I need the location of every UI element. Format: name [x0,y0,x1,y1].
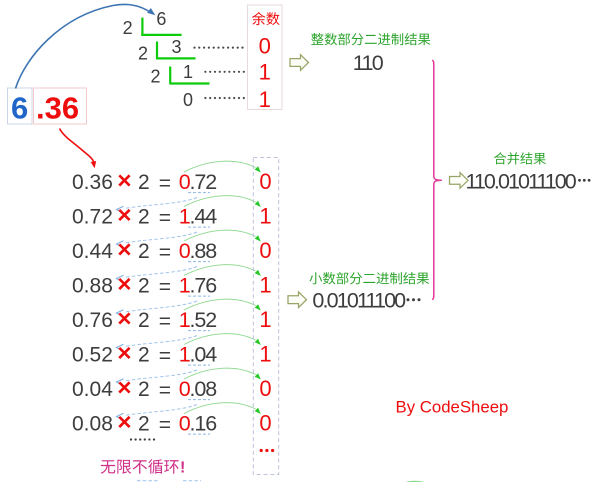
svg-text:0.36: 0.36 [72,171,113,194]
svg-text:0: 0 [183,90,193,110]
svg-text:0.72: 0.72 [179,170,217,194]
svg-text:2: 2 [138,275,150,298]
svg-text:=: = [159,345,171,368]
svg-text:2: 2 [150,67,160,87]
svg-text:2: 2 [138,309,150,332]
svg-text:0.16: 0.16 [179,412,218,436]
svg-text:×: × [117,271,131,298]
svg-text:0.04: 0.04 [72,378,113,401]
svg-text:1.44: 1.44 [179,205,218,229]
svg-text:×: × [117,167,131,194]
svg-text:2: 2 [123,18,133,38]
svg-text:!: ! [180,460,185,477]
svg-text:2: 2 [138,43,148,63]
svg-text:1: 1 [259,204,271,229]
svg-text:0: 0 [259,411,271,436]
svg-text:0: 0 [259,169,271,194]
svg-text:0.52: 0.52 [72,344,113,367]
svg-text:2: 2 [138,206,150,229]
svg-text:2: 2 [138,171,150,194]
svg-text:×: × [117,340,131,367]
svg-text:=: = [159,276,171,299]
svg-text:By CodeSheep: By CodeSheep [396,398,509,417]
svg-text:=: = [159,310,171,333]
svg-text:6: 6 [11,90,28,125]
svg-text:6: 6 [156,9,166,29]
svg-text:0.88: 0.88 [179,239,218,263]
svg-text:110: 110 [353,51,384,75]
svg-text:2: 2 [138,240,150,263]
svg-text:=: = [159,241,171,264]
svg-text:1: 1 [259,87,271,112]
svg-text:1.52: 1.52 [179,308,217,332]
svg-text:=: = [159,414,171,437]
svg-text:1: 1 [259,273,271,298]
svg-text:0.08: 0.08 [72,413,113,436]
svg-text:1: 1 [259,342,271,367]
svg-text:=: = [159,207,171,230]
svg-text:0.88: 0.88 [72,275,113,298]
svg-text:0.01011100: 0.01011100 [312,288,406,312]
svg-text:110.01011100: 110.01011100 [466,169,577,193]
svg-text:2: 2 [138,413,150,436]
svg-text:=: = [159,379,171,402]
svg-text:0.44: 0.44 [72,240,113,263]
svg-text:0.08: 0.08 [179,377,218,401]
svg-text:1: 1 [183,62,193,82]
svg-text:×: × [117,305,131,332]
svg-text:0.76: 0.76 [72,309,113,332]
svg-text:.36: .36 [36,90,79,125]
svg-text:0: 0 [259,376,271,401]
svg-text:2: 2 [138,378,150,401]
svg-text:×: × [117,374,131,401]
svg-text:1.76: 1.76 [179,274,218,298]
svg-text:0: 0 [259,34,271,59]
svg-text:0.72: 0.72 [72,206,113,229]
svg-text:0: 0 [259,238,271,263]
svg-text:1: 1 [259,307,271,332]
svg-text:×: × [117,202,131,229]
svg-text:3: 3 [171,37,181,57]
svg-text:×: × [117,236,131,263]
svg-text:=: = [159,172,171,195]
svg-text:1.04: 1.04 [179,343,218,367]
svg-text:2: 2 [138,344,150,367]
svg-text:×: × [117,409,131,436]
svg-text:1: 1 [259,60,271,85]
